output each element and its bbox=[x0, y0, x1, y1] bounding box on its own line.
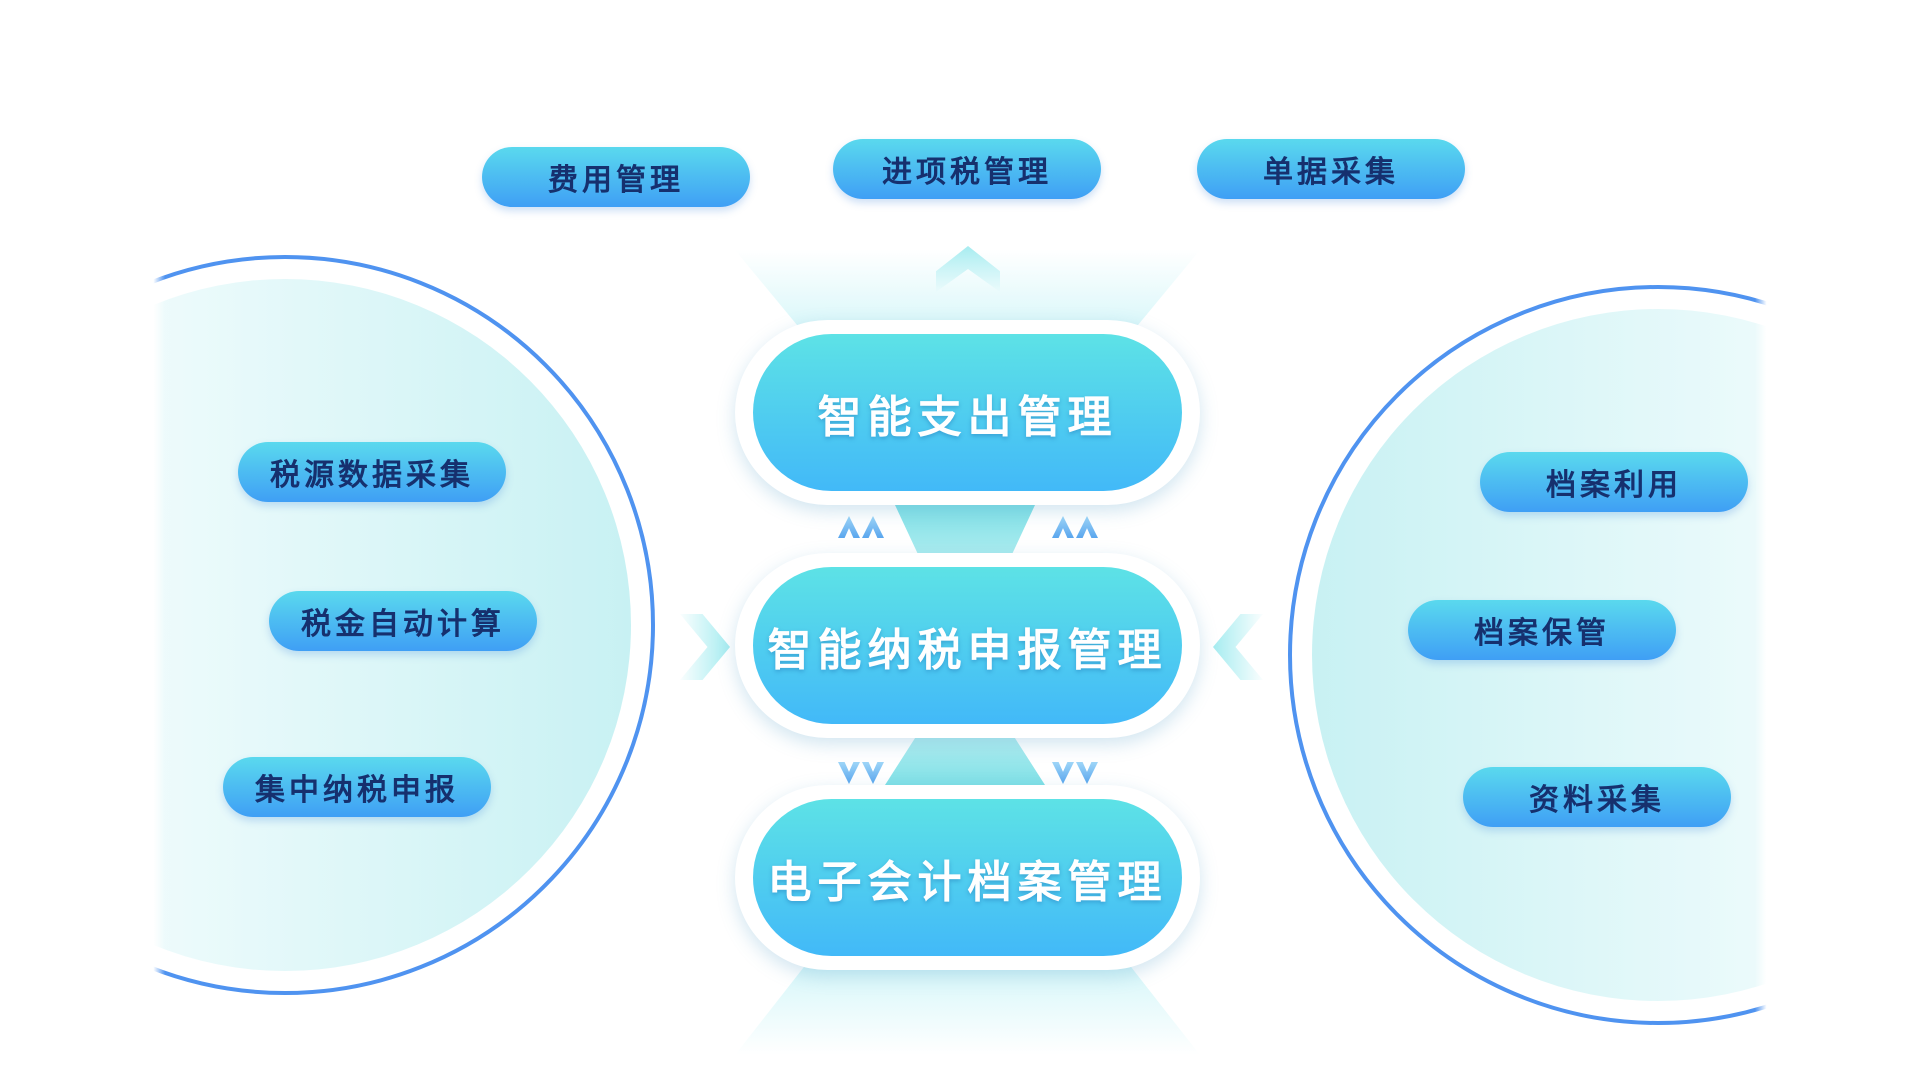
node-archive-body: 电子会计档案管理 bbox=[753, 799, 1182, 956]
pill-label: 档案保管 bbox=[1474, 616, 1610, 651]
pill-label: 档案利用 bbox=[1546, 468, 1682, 503]
pill-label: 单据采集 bbox=[1263, 155, 1399, 190]
pill-label: 集中纳税申报 bbox=[255, 773, 459, 808]
pill-label: 进项税管理 bbox=[882, 155, 1052, 190]
right-edge-fade bbox=[1755, 0, 1920, 1080]
node-archive-label: 电子会计档案管理 bbox=[767, 856, 1168, 908]
lower-node-connector bbox=[885, 735, 1045, 785]
pill-top-3: 单据采集 bbox=[1197, 139, 1465, 199]
pill-label: 费用管理 bbox=[548, 163, 684, 198]
right-pointing-arrow-icon bbox=[680, 614, 730, 680]
left-pointing-arrow-icon bbox=[1213, 614, 1263, 680]
pill-left-3: 集中纳税申报 bbox=[223, 757, 491, 817]
pill-top-1: 费用管理 bbox=[482, 147, 750, 207]
node-expense-label: 智能支出管理 bbox=[817, 391, 1118, 443]
node-expense-management: 智能支出管理 bbox=[735, 320, 1200, 505]
double-chevron-up-icon bbox=[838, 516, 886, 538]
bottom-light-beam bbox=[735, 960, 1200, 1055]
pill-right-3: 资料采集 bbox=[1463, 767, 1731, 827]
pill-left-2: 税金自动计算 bbox=[269, 591, 537, 651]
double-chevron-up-icon bbox=[1052, 516, 1100, 538]
node-tax-body: 智能纳税申报管理 bbox=[753, 567, 1182, 724]
pill-label: 税源数据采集 bbox=[270, 458, 474, 493]
node-tax-declaration: 智能纳税申报管理 bbox=[735, 553, 1200, 738]
pill-top-2: 进项税管理 bbox=[833, 139, 1101, 199]
pill-label: 资料采集 bbox=[1529, 783, 1665, 818]
pill-right-1: 档案利用 bbox=[1480, 452, 1748, 512]
pill-left-1: 税源数据采集 bbox=[238, 442, 506, 502]
double-chevron-down-icon bbox=[838, 762, 886, 784]
pill-label: 税金自动计算 bbox=[301, 607, 505, 642]
node-electronic-archive: 电子会计档案管理 bbox=[735, 785, 1200, 970]
node-expense-body: 智能支出管理 bbox=[753, 334, 1182, 491]
left-edge-fade bbox=[0, 0, 165, 1080]
pill-right-2: 档案保管 bbox=[1408, 600, 1676, 660]
node-tax-label: 智能纳税申报管理 bbox=[767, 624, 1168, 676]
double-chevron-down-icon bbox=[1052, 762, 1100, 784]
